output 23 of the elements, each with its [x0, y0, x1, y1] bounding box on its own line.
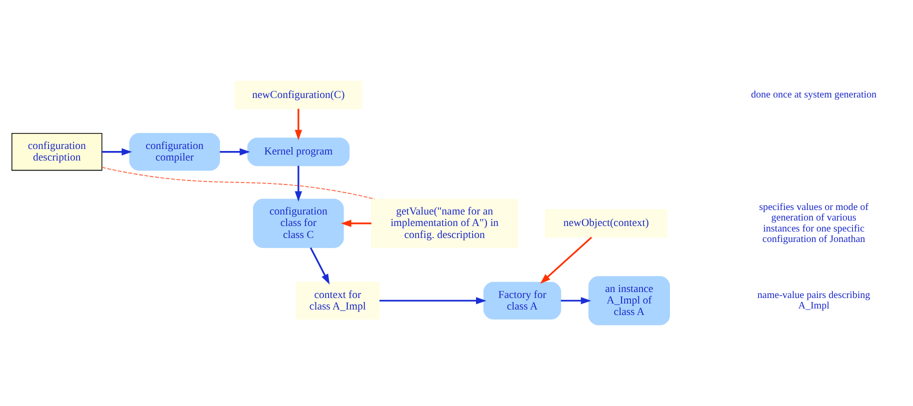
- connector: [102, 166, 376, 200]
- arrow: [560, 297, 592, 304]
- node-box: context for class A_Impl: [296, 282, 380, 320]
- arrow: [340, 220, 372, 227]
- label: done once at system generation: [751, 90, 877, 101]
- node-box: newObject(context): [544, 209, 668, 238]
- node-box: configuration description: [12, 133, 102, 171]
- node-box: configuration class for class C: [253, 198, 344, 248]
- arrow: [294, 166, 302, 202]
- node-box: newConfiguration(C): [234, 80, 362, 110]
- arrow: [294, 108, 302, 140]
- arrow: [310, 247, 330, 284]
- arrow: [220, 148, 250, 156]
- label: specifies values or mode of generation of various instances for one specific configuration of Jonathan: [759, 202, 869, 246]
- arrow: [540, 236, 592, 284]
- label: name-value pairs describing A_Impl: [757, 290, 870, 312]
- node-box: Factory for class A: [483, 282, 562, 320]
- node-box: an instance A_Impl of class A: [588, 276, 670, 326]
- arrow: [102, 148, 132, 156]
- node-box: Kernel program: [247, 138, 350, 166]
- node-box: getValue("name for an implementation of A") in config. description: [371, 198, 518, 248]
- arrow: [379, 297, 486, 304]
- node-box: configuration compiler: [129, 133, 220, 171]
